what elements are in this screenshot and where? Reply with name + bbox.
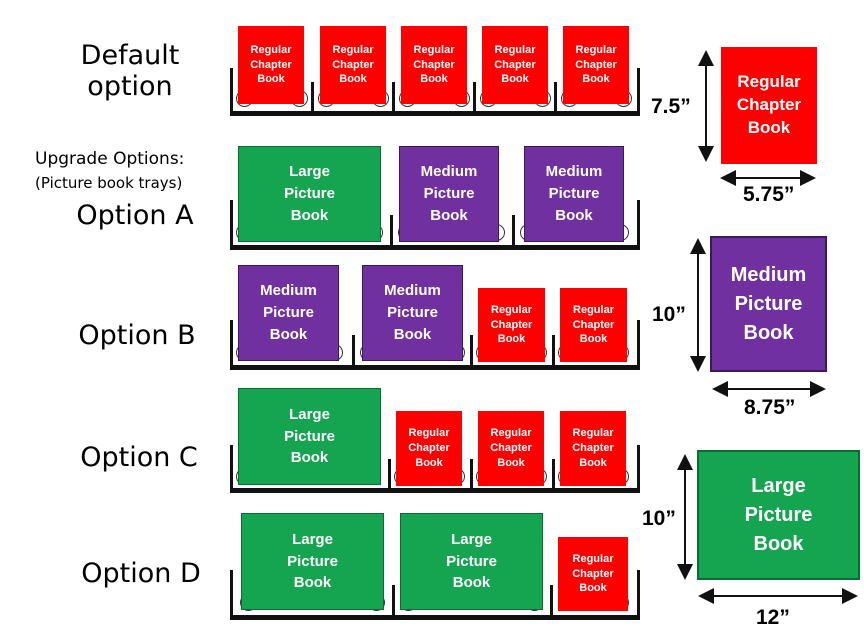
regular-width-label: 5.75” [743,183,795,206]
regular-chapter-book: Regular Chapter Book [563,26,629,104]
shelf-option-d [230,570,640,620]
default-option-label: Default option [80,40,180,103]
large-picture-book: Large Picture Book [400,513,543,610]
shelf-default [230,68,640,116]
shelf-divider [550,585,553,620]
shelf-divider [554,82,557,116]
regular-chapter-book-reference: Regular Chapter Book [721,47,817,164]
medium-picture-book: Medium Picture Book [238,265,339,361]
regular-chapter-book: Regular Chapter Book [558,537,628,611]
option-c-label: Option C [80,442,198,473]
medium-height-label: 10” [652,303,686,326]
large-height-label: 10” [642,507,676,530]
regular-chapter-book: Regular Chapter Book [401,26,467,104]
regular-chapter-book: Regular Chapter Book [482,26,548,104]
medium-picture-book: Medium Picture Book [362,265,463,361]
option-d-label: Option D [81,558,201,589]
large-width-label: 12” [756,606,790,629]
large-picture-book: Large Picture Book [241,513,384,610]
medium-picture-book: Medium Picture Book [524,146,624,242]
shelf-divider [352,335,355,370]
shelf-divider [552,335,555,370]
regular-height-label: 7.5” [651,95,691,118]
shelf-divider [388,459,391,493]
shelf-option-a [230,200,640,250]
shelf-option-b [230,320,640,370]
shelf-divider [512,215,515,250]
regular-chapter-book: Regular Chapter Book [478,411,544,486]
shelf-divider [311,82,314,116]
regular-chapter-book: Regular Chapter Book [560,411,626,486]
regular-chapter-book: Regular Chapter Book [396,411,462,486]
regular-chapter-book: Regular Chapter Book [238,26,304,104]
shelf-divider [470,335,473,370]
regular-chapter-book: Regular Chapter Book [320,26,386,104]
shelf-divider [470,459,473,493]
medium-width-label: 8.75” [744,396,796,419]
shelf-divider [390,215,393,250]
upgrade-options-label: Upgrade Options: [35,149,185,169]
large-picture-book: Large Picture Book [238,388,381,485]
shelf-divider [392,82,395,116]
picture-book-trays-label: (Picture book trays) [35,174,183,192]
large-picture-book: Large Picture Book [238,146,381,242]
medium-picture-book: Medium Picture Book [399,146,499,242]
large-picture-book-reference: Large Picture Book [697,450,860,580]
shelf-option-c [230,445,640,493]
shelf-divider [552,459,555,493]
regular-chapter-book: Regular Chapter Book [478,288,545,362]
option-a-label: Option A [76,200,194,231]
medium-picture-book-reference: Medium Picture Book [710,236,827,372]
shelf-divider [392,585,395,620]
regular-chapter-book: Regular Chapter Book [560,288,627,362]
option-b-label: Option B [78,320,196,351]
shelf-divider [473,82,476,116]
